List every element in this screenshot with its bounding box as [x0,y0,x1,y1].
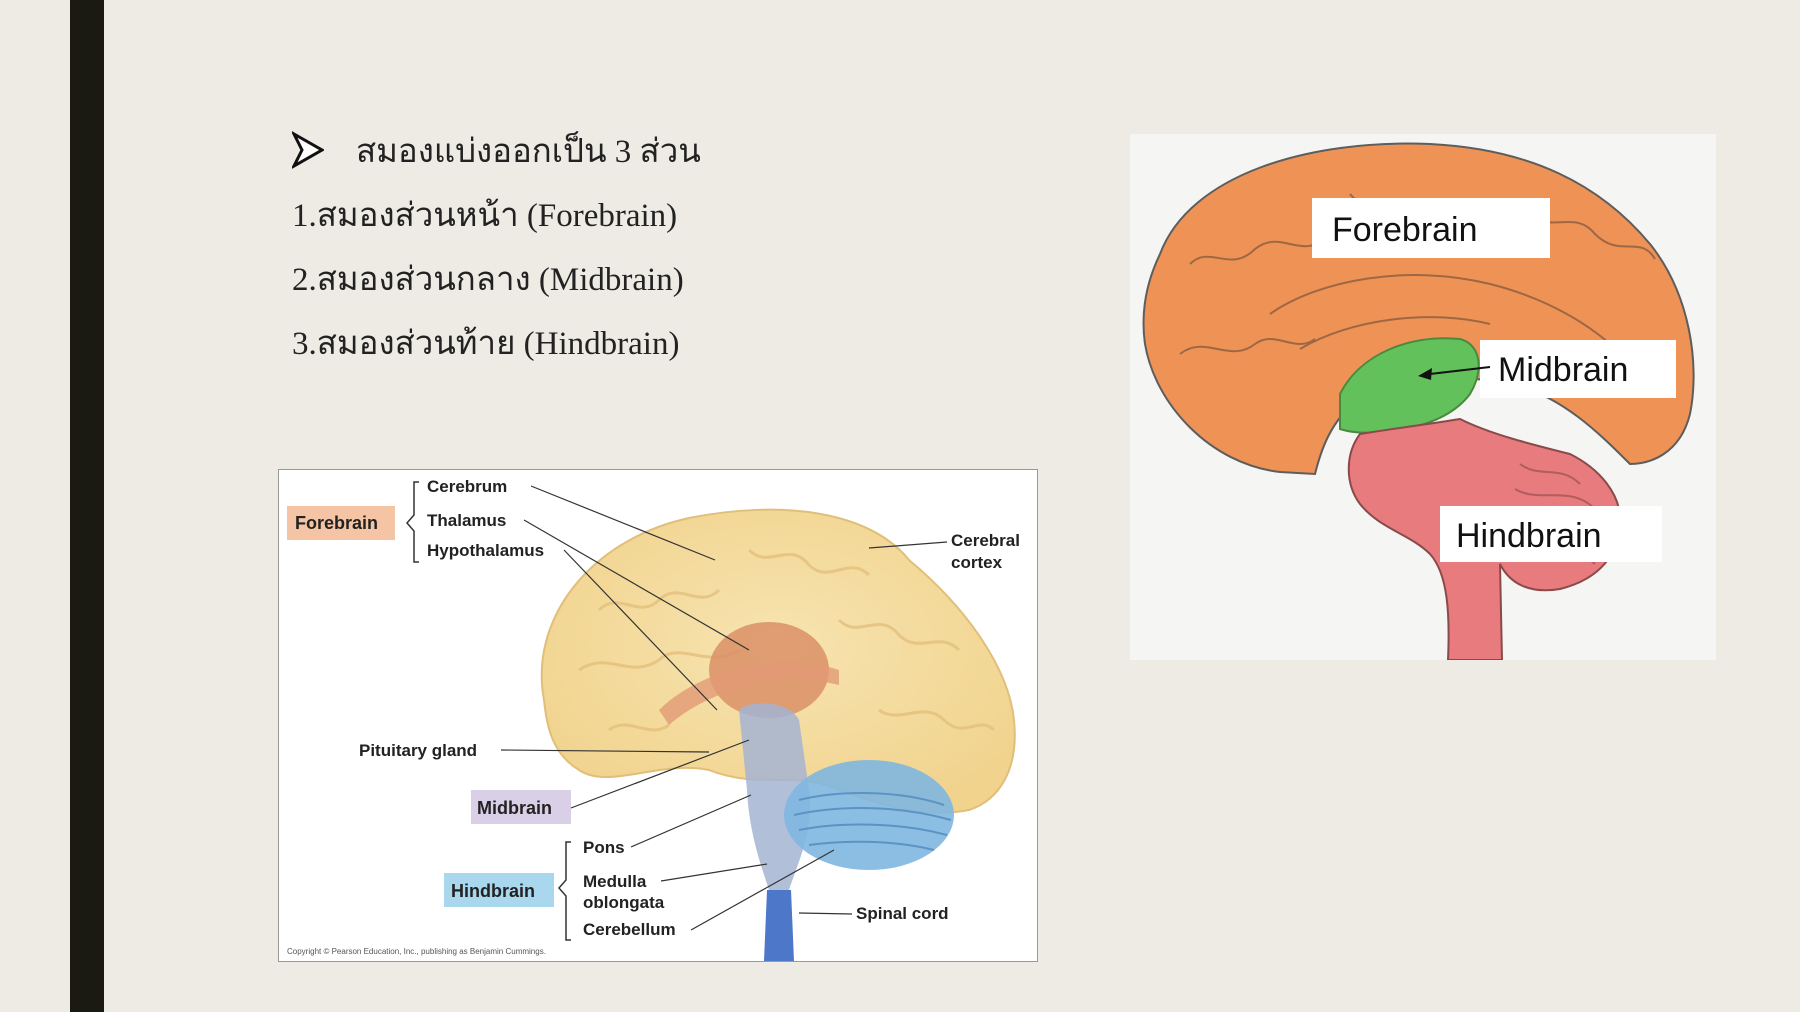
midbrain-tag-bg [471,790,571,824]
forebrain-tag: Forebrain [295,513,378,533]
midbrain-arrow [1418,366,1491,380]
label-cerebral: Cerebral [951,531,1020,550]
list-item-midbrain: 2.สมองส่วนกลาง (Midbrain) [292,261,684,298]
corpus-shape [659,662,839,725]
hindbrain-label: Hindbrain [1456,517,1602,555]
brain-illustration: Forebrain Cerebrum Thalamus Hypothalamus… [287,477,1020,961]
arrow-bullet-icon [292,131,324,169]
forebrain-brace [406,481,419,563]
heading-line: สมองแบ่งออกเป็น 3 ส่วน [292,118,701,182]
forebrain-tag-bg [287,506,395,540]
label-pons: Pons [583,838,625,857]
label-medulla: Medulla [583,872,647,891]
label-spinal-cord: Spinal cord [856,904,949,923]
brain-labeled-diagram: Forebrain Cerebrum Thalamus Hypothalamus… [278,469,1038,962]
text-block: สมองแบ่งออกเป็น 3 ส่วน 1.สมองส่วนหน้า (F… [292,118,701,374]
forebrain-label: Forebrain [1332,211,1478,249]
hindbrain-label-box [1440,506,1662,562]
label-thalamus: Thalamus [427,511,506,530]
list-item-hindbrain: 3.สมองส่วนท้าย (Hindbrain) [292,325,680,362]
midbrain-label: Midbrain [1498,351,1628,389]
list-item-forebrain: 1.สมองส่วนหน้า (Forebrain) [292,197,678,234]
label-cerebrum: Cerebrum [427,477,507,496]
left-accent-bar [70,0,104,1012]
hindbrain-brace [558,841,571,941]
label-cortex: cortex [951,553,1003,572]
midbrain-tag: Midbrain [477,798,552,818]
brainstem-shape [739,703,810,890]
hindbrain-tag: Hindbrain [451,881,535,901]
spinal-cord-shape [764,890,794,961]
brain-color-diagram: Forebrain Midbrain Hindbrain [1130,134,1716,661]
forebrain-label-box [1312,198,1550,258]
label-pituitary: Pituitary gland [359,741,477,760]
slide-heading: สมองแบ่งออกเป็น 3 ส่วน [356,133,701,170]
hindbrain-tag-bg [444,873,554,907]
brain-sagittal-illustration: Forebrain Midbrain Hindbrain [1142,142,1695,661]
copyright-text: Copyright © Pearson Education, Inc., pub… [287,947,546,956]
midbrain-label-box [1480,340,1676,398]
label-cerebellum: Cerebellum [583,920,676,939]
label-oblongata: oblongata [583,893,665,912]
label-hypothalamus: Hypothalamus [427,541,544,560]
